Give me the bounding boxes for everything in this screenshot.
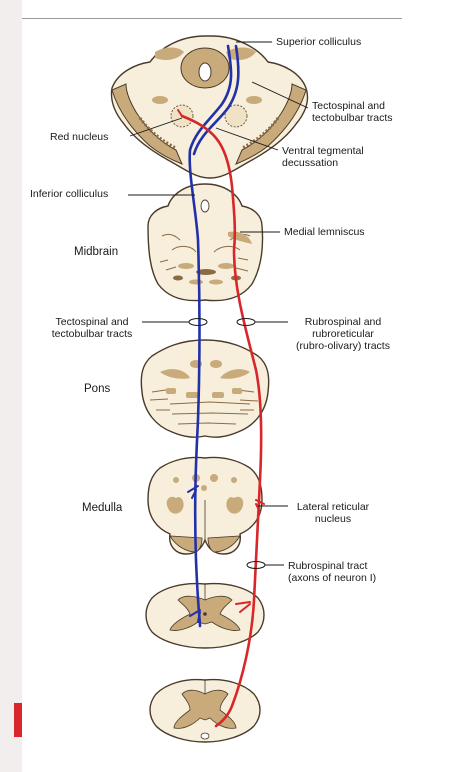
label-lateral-reticular: Lateral reticular nucleus (296, 501, 370, 525)
label-inferior-colliculus: Inferior colliculus (30, 188, 109, 200)
page-edge (0, 0, 22, 772)
leader-lines (128, 41, 309, 566)
label-ventral-tegmental: Ventral tegmental decussation (282, 145, 364, 169)
section-pons (140, 339, 270, 438)
label-medial-lemniscus: Medial lemniscus (284, 226, 365, 238)
rubrospinal-tract (177, 109, 265, 728)
section-spinal-upper (145, 582, 265, 649)
label-superior-colliculus: Superior colliculus (276, 36, 362, 48)
label-rubrospinal-rubroreticular: Rubrospinal and rubroreticular (rubro-ol… (296, 316, 390, 352)
label-pons: Pons (84, 383, 111, 395)
page-edge-mark (14, 703, 22, 737)
label-midbrain: Midbrain (74, 246, 119, 258)
label-medulla: Medulla (82, 502, 123, 514)
label-tectospinal-top: Tectospinal and tectobulbar tracts (312, 100, 393, 124)
label-tectospinal-mid: Tectospinal and tectobulbar tracts (51, 316, 133, 340)
section-superior-colliculus (110, 35, 309, 179)
tectospinal-tract (187, 44, 240, 628)
top-rule (22, 18, 402, 19)
section-midbrain (147, 183, 264, 302)
label-red-nucleus: Red nucleus (50, 131, 109, 143)
label-rubrospinal-tract: Rubrospinal tract (axons of neuron I) (288, 560, 377, 584)
section-spinal-lower (149, 678, 261, 743)
section-medulla (147, 456, 263, 555)
